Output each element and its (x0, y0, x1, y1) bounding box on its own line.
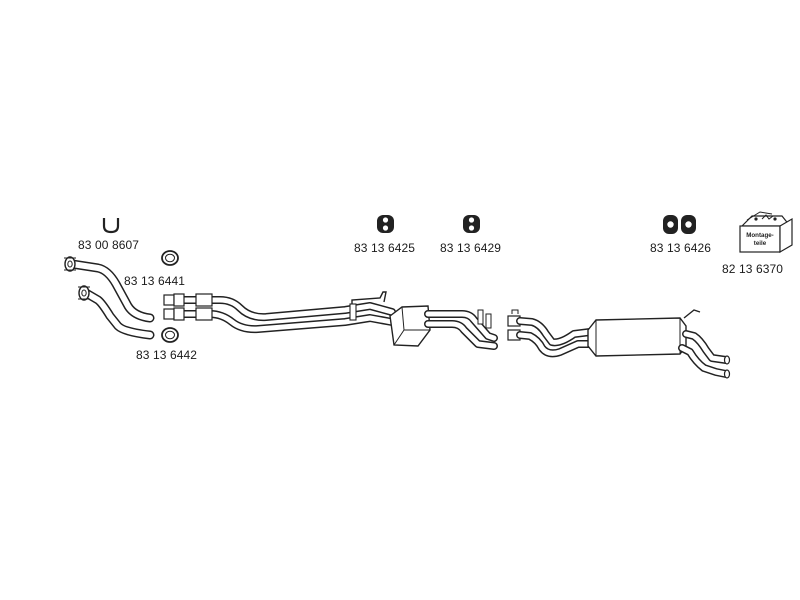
part-number-double-hanger: 83 13 6426 (650, 241, 712, 255)
part-number-mounting-kit: 82 13 6370 (722, 262, 784, 276)
front-twin-pipe (163, 291, 396, 334)
mounting-kit-box-line1: Montage- (746, 232, 774, 239)
middle-muffler (389, 305, 431, 347)
intermediate-pipe (424, 309, 498, 350)
part-number-ring-upper: 83 13 6441 (124, 274, 186, 288)
u-clamp-icon (102, 218, 120, 234)
double-rubber-hanger-icon (663, 215, 696, 234)
part-number-ring-lower: 83 13 6442 (136, 348, 198, 362)
part-number-hanger-1: 83 13 6425 (354, 241, 416, 255)
rubber-hanger-icon (377, 215, 394, 233)
rear-pipe-and-muffler (507, 309, 731, 379)
front-downpipes (64, 256, 155, 340)
gasket-ring-upper-icon (161, 250, 179, 266)
part-number-u-clamp: 83 00 8607 (78, 238, 140, 252)
gasket-ring-lower-icon (161, 327, 179, 343)
part-number-hanger-2: 83 13 6429 (440, 241, 502, 255)
rubber-hanger-2-icon (463, 215, 480, 233)
mounting-kit-box-line2: teile (754, 240, 767, 247)
mounting-kit-box-icon: Montage- teile (739, 211, 793, 254)
